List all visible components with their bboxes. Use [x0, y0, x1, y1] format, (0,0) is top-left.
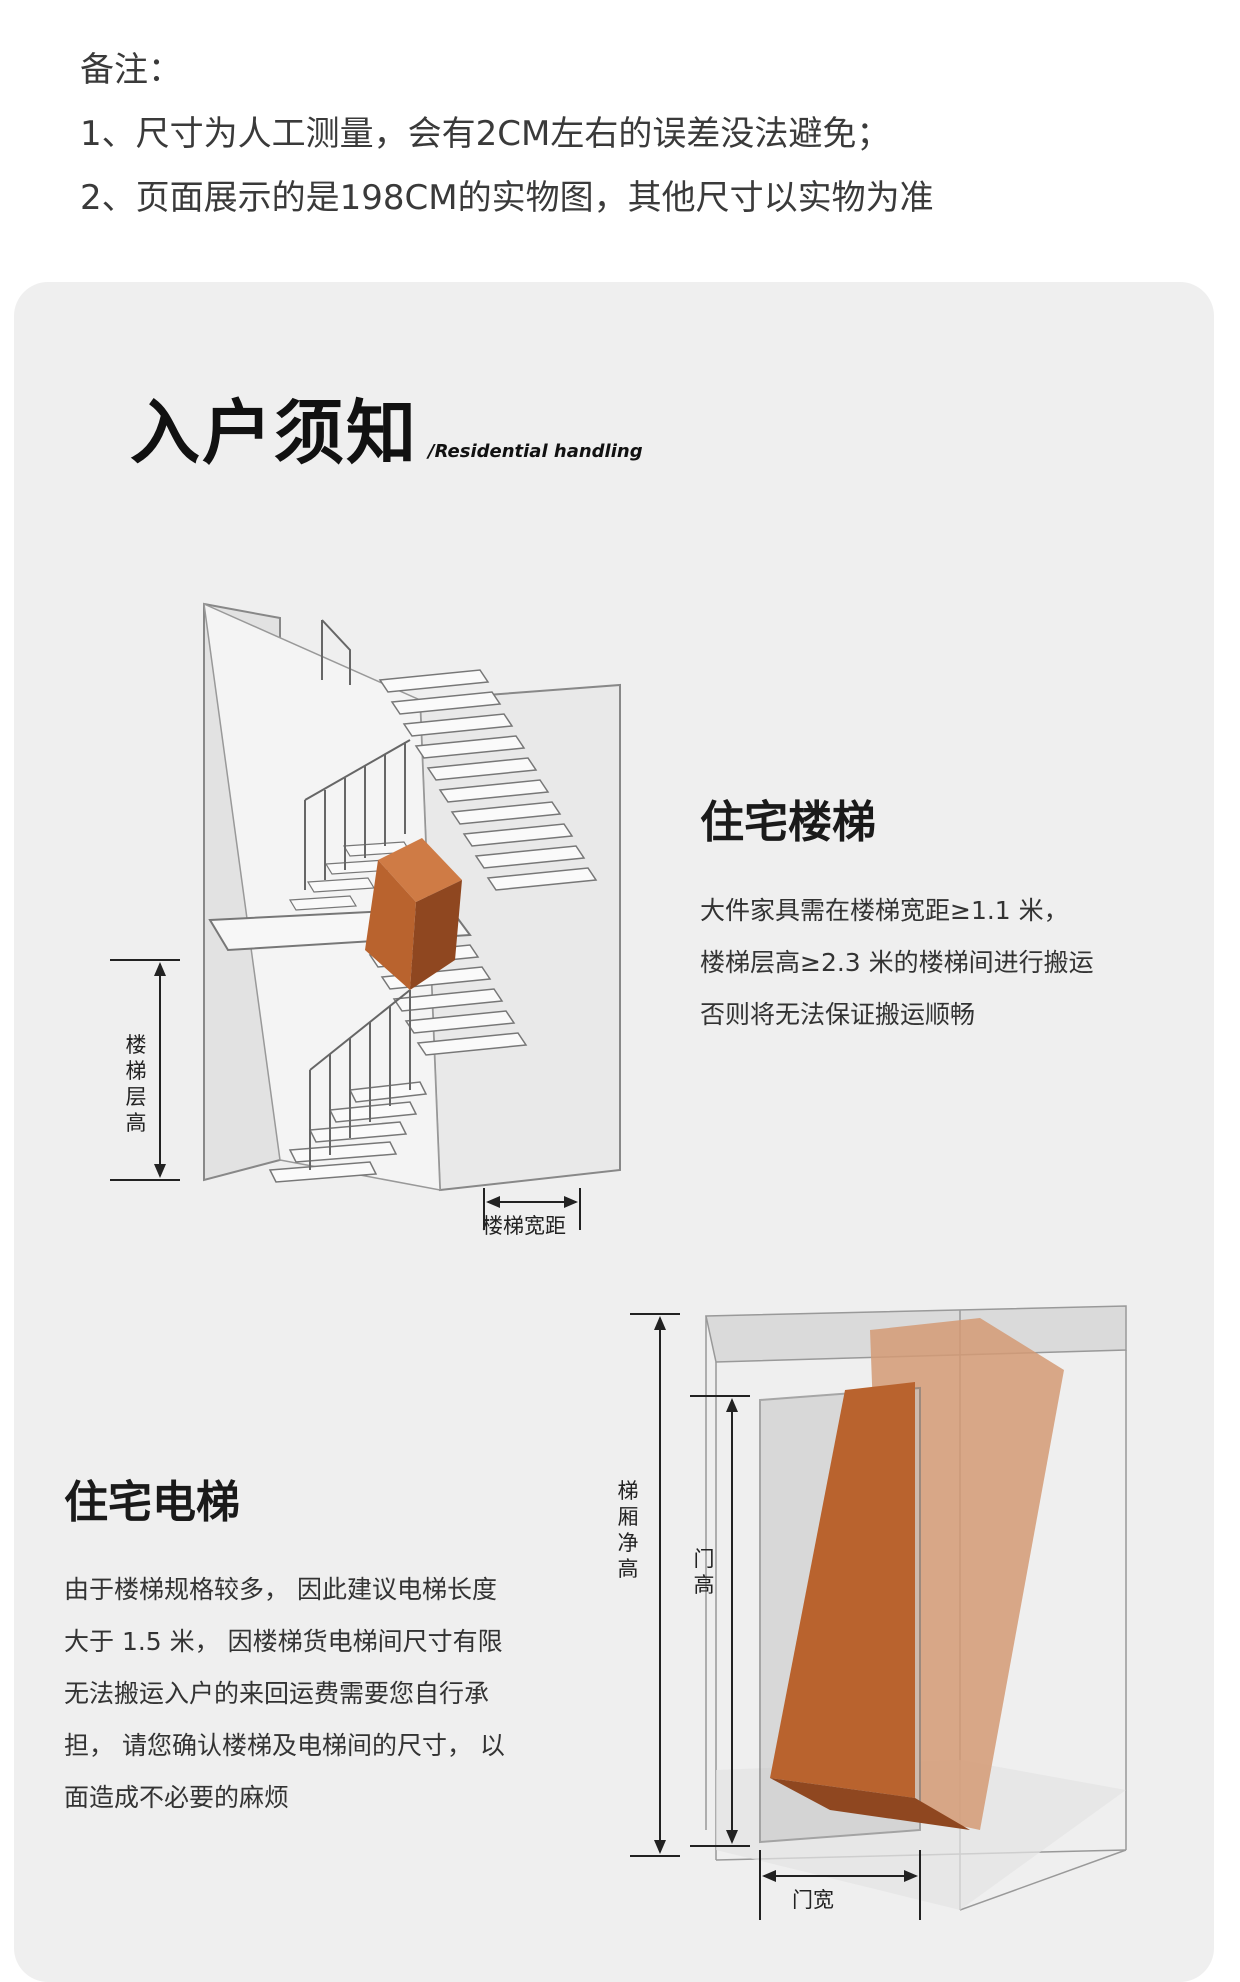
stairs-line-2: 楼梯层高≥2.3 米的楼梯间进行搬运 [700, 948, 1094, 977]
note-line-1: 1、尺寸为人工测量，会有2CM左右的误差没法避免； [80, 114, 891, 154]
card-title: 入户须知 /Residential handling [130, 398, 643, 468]
note-line-2: 2、页面展示的是198CM的实物图，其他尺寸以实物为准 [80, 178, 934, 218]
staircase-illustration [110, 602, 621, 1230]
door-height-label: 门高 [693, 1547, 715, 1597]
elevator-line-4: 担， 请您确认楼梯及电梯间的尺寸， 以 [64, 1731, 505, 1760]
stair-height-label: 楼梯层高 [125, 1033, 147, 1135]
stairs-line-3: 否则将无法保证搬运顺畅 [700, 1000, 976, 1029]
elevator-line-2: 大于 1.5 米， 因楼梯货电梯间尺寸有限 [64, 1627, 503, 1656]
stair-width-label: 楼梯宽距 [482, 1214, 566, 1238]
notes-heading: 备注： [80, 50, 182, 90]
elevator-line-5: 面造成不必要的麻烦 [64, 1783, 290, 1812]
door-width-label: 门宽 [792, 1888, 834, 1912]
elevator-line-3: 无法搬运入户的来回运费需要您自行承 [64, 1679, 490, 1708]
card-title-subtitle: /Residential handling [428, 441, 643, 462]
elevator-line-1: 由于楼梯规格较多， 因此建议电梯长度 [64, 1575, 497, 1604]
elevator-description: 由于楼梯规格较多， 因此建议电梯长度 大于 1.5 米， 因楼梯货电梯间尺寸有限… [64, 1564, 505, 1824]
notes-block: 备注： 1、尺寸为人工测量，会有2CM左右的误差没法避免； 2、页面展示的是19… [80, 38, 934, 230]
card-title-main: 入户须知 [130, 392, 418, 474]
stairs-line-1: 大件家具需在楼梯宽距≥1.1 米， [700, 896, 1069, 925]
elevator-illustration [630, 1305, 1127, 1920]
stairs-heading: 住宅楼梯 [700, 797, 876, 848]
furniture-box [378, 838, 462, 902]
stairs-description: 大件家具需在楼梯宽距≥1.1 米， 楼梯层高≥2.3 米的楼梯间进行搬运 否则将… [700, 885, 1094, 1041]
cabin-height-label: 梯厢净高 [617, 1479, 639, 1581]
elevator-heading: 住宅电梯 [64, 1477, 240, 1528]
elevator-box [770, 1382, 915, 1798]
